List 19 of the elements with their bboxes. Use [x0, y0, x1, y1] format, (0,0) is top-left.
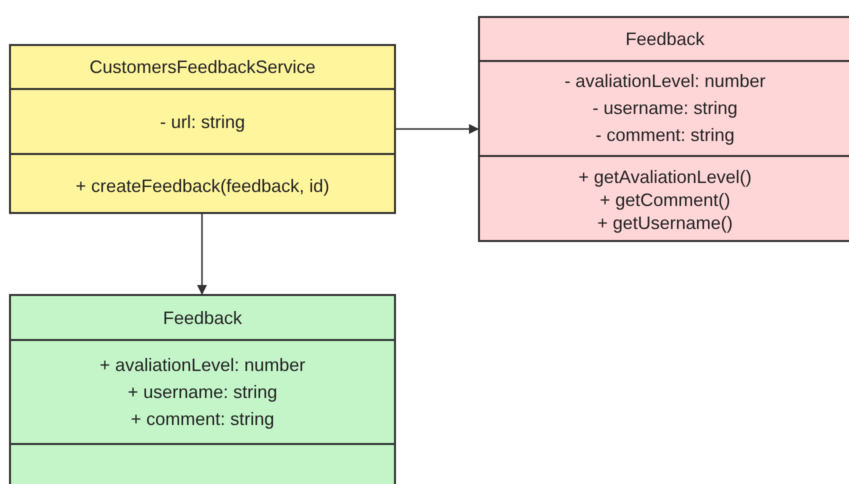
attribute-text: - comment: string [595, 124, 735, 147]
attribute-text: + username: string [128, 380, 278, 404]
class-box [478, 16, 849, 242]
class-name: Feedback [162, 306, 242, 330]
method-text: + getAvaliationLevel() [578, 166, 752, 189]
attribute-text: - url: string [160, 110, 246, 134]
attribute-text: + avaliationLevel: number [100, 354, 306, 376]
attribute-text: - username: string [592, 97, 738, 120]
method-text: + getUsername() [597, 212, 733, 235]
arrow [396, 124, 479, 134]
attribute-text: + comment: string [130, 408, 274, 431]
class-box [9, 294, 396, 484]
attribute-text: - avaliationLevel: number [564, 70, 766, 93]
class-name: CustomersFeedbackService [89, 56, 316, 79]
method-text: + createFeedback(feedback, id) [76, 174, 330, 198]
method-text: + getComment() [600, 189, 730, 212]
class-name: Feedback [625, 28, 705, 51]
class-box [9, 44, 396, 214]
arrow [197, 214, 207, 295]
